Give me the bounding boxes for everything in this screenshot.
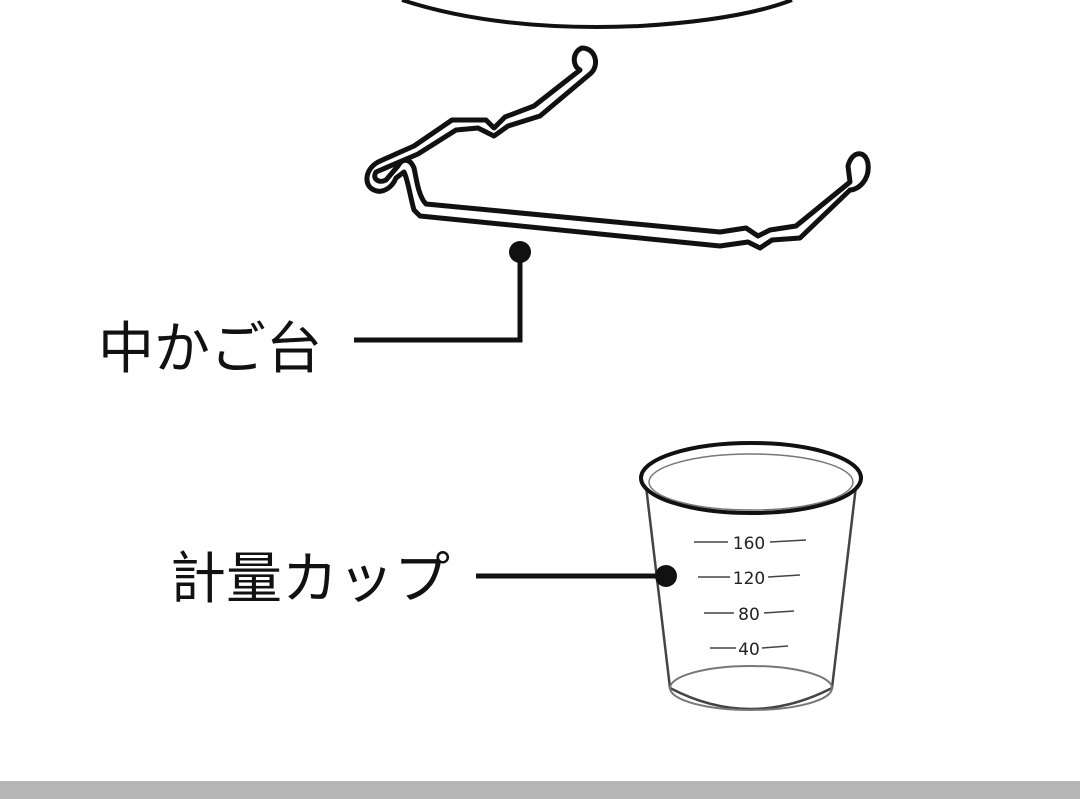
rack-leader-line — [354, 252, 523, 343]
cup-scale-40-label: 40 — [738, 640, 760, 660]
cup-scale-120-label: 120 — [733, 569, 765, 589]
cup-scale-40: 40 — [710, 640, 789, 660]
wire-rack-outline — [364, 45, 871, 251]
cup-rim-inner — [648, 453, 854, 511]
cup-scale-160: 160 — [694, 534, 807, 554]
wire-rack — [364, 45, 871, 251]
cup-rim-outer — [639, 441, 863, 515]
cup-scale-120: 120 — [698, 569, 801, 589]
cup-base — [669, 665, 833, 711]
inner-pot-bottom-edge — [401, 0, 793, 29]
measuring-cup: 160 120 80 40 — [639, 441, 863, 711]
cup-body — [644, 484, 858, 711]
rack-label: 中かご台 — [98, 317, 322, 382]
cup-scale-80: 80 — [704, 605, 795, 625]
cup-label: 計量カップ — [170, 547, 450, 612]
cup-scale-80-label: 80 — [738, 605, 760, 625]
cup-scale-160-label: 160 — [733, 534, 765, 554]
bottom-bar — [0, 781, 1080, 799]
